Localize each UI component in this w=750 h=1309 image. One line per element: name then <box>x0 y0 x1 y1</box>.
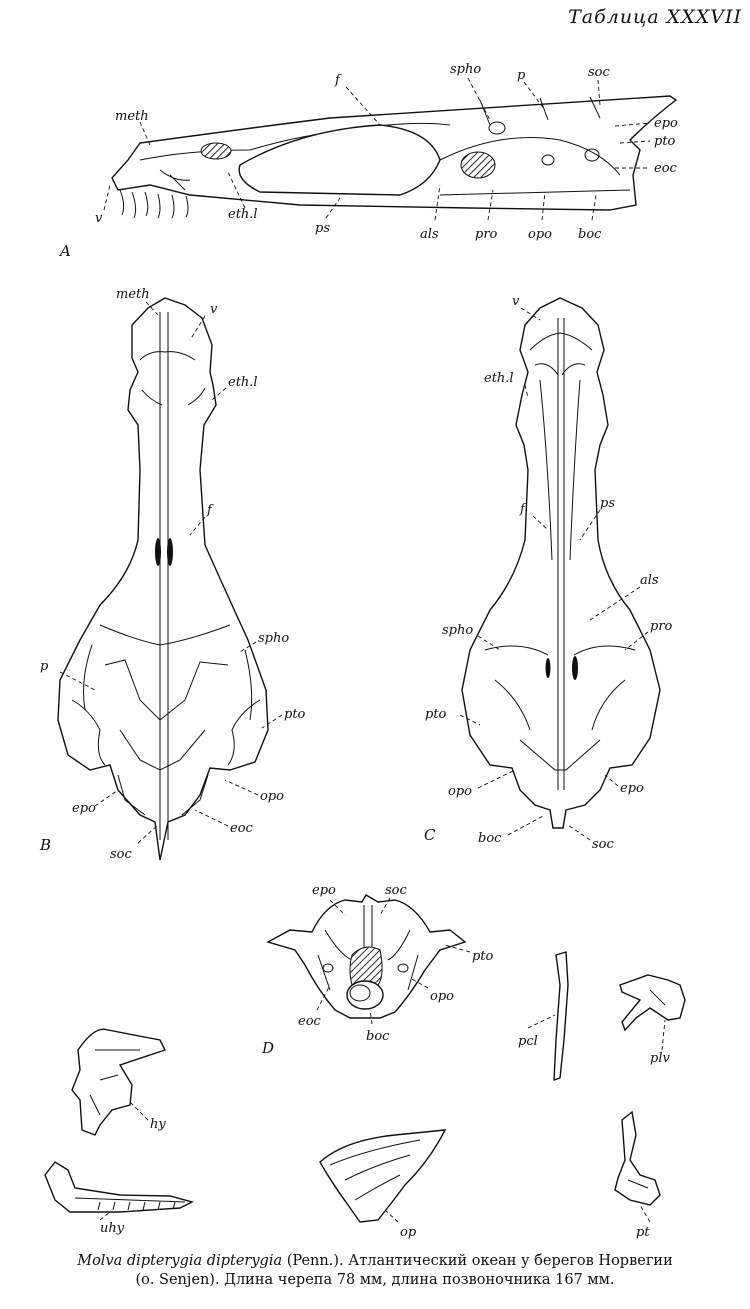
label-a-epo: epo <box>654 116 678 131</box>
label-a-pro: pro <box>475 227 498 242</box>
label-b-opo: opo <box>260 789 284 804</box>
label-b-pto: pto <box>284 707 306 722</box>
label-a-p: p <box>517 68 526 83</box>
label-a-als: als <box>420 227 439 242</box>
figure-caption: Molva dipterygia dipterygia (Penn.). Атл… <box>0 1252 750 1290</box>
label-c-als: als <box>640 573 659 588</box>
caption-line-2: (о. Senjen). Длина черепа 78 мм, длина п… <box>135 1272 615 1288</box>
label-b-v: v <box>210 302 218 317</box>
bone-urohyal: uhy <box>44 1161 194 1236</box>
label-b-soc: soc <box>110 847 132 862</box>
label-c-soc: soc <box>592 837 614 852</box>
label-pt: pt <box>636 1225 650 1240</box>
label-d-boc: boc <box>366 1029 390 1044</box>
label-d-soc: soc <box>385 883 407 898</box>
label-d-opo: opo <box>430 989 454 1004</box>
figure-letter-b: B <box>39 836 51 854</box>
label-b-epo: epo <box>72 801 96 816</box>
label-d-eoc: eoc <box>298 1014 322 1029</box>
figure-letter-d: D <box>261 1039 274 1057</box>
figure-d-posterior-skull: epo soc pto opo eoc boc D <box>261 883 494 1057</box>
label-d-epo: epo <box>312 883 336 898</box>
caption-line-1-text: (Penn.). Атлантический океан у берегов Н… <box>286 1253 673 1269</box>
label-b-meth: meth <box>116 287 150 302</box>
caption-species: Molva dipterygia dipterygia <box>77 1253 283 1269</box>
label-op: op <box>400 1225 417 1240</box>
label-a-boc: boc <box>578 227 602 242</box>
label-c-boc: boc <box>478 831 502 846</box>
label-c-pto: pto <box>425 707 447 722</box>
label-a-v: v <box>95 211 103 226</box>
label-d-pto: pto <box>472 949 494 964</box>
label-c-ps: ps <box>600 496 615 511</box>
plate-illustrations: meth f spho p soc epo pto eoc v eth.l ps… <box>39 62 686 1240</box>
bone-opercle: op <box>319 1129 447 1240</box>
label-a-spho: spho <box>450 62 481 77</box>
label-a-eth-l: eth.l <box>228 207 258 222</box>
label-a-pto: pto <box>654 134 676 149</box>
label-a-f: f <box>334 73 342 88</box>
figure-a-orbital-foramen <box>460 151 496 179</box>
label-plv: plv <box>650 1051 670 1066</box>
label-c-opo: opo <box>448 784 472 799</box>
figure-a-lateral-skull: meth f spho p soc epo pto eoc v eth.l ps… <box>58 62 678 260</box>
bone-postcleithrum: pcl <box>518 951 569 1081</box>
label-b-eth-l: eth.l <box>228 375 258 390</box>
label-c-eth-l: eth.l <box>484 371 514 386</box>
label-b-eoc: eoc <box>230 821 254 836</box>
figure-c-ventral-skull: v eth.l f ps als spho pro pto opo epo bo… <box>424 294 673 852</box>
plate-title: Таблица XXXVII <box>568 6 742 28</box>
label-uhy: uhy <box>100 1221 125 1236</box>
figure-a-nasal-opening <box>200 142 232 160</box>
label-c-epo: epo <box>620 781 644 796</box>
label-b-p: p <box>40 659 49 674</box>
label-b-spho: spho <box>258 631 289 646</box>
label-pcl: pcl <box>518 1034 538 1049</box>
figure-letter-c: C <box>424 826 436 844</box>
label-a-eoc: eoc <box>654 161 678 176</box>
label-hy: hy <box>150 1117 166 1132</box>
bone-posttemporal: pt <box>614 1110 661 1240</box>
bone-hyomandibular: hy <box>71 1028 166 1136</box>
label-c-pro: pro <box>650 619 673 634</box>
figure-letter-a: A <box>58 242 71 260</box>
label-c-f: f <box>519 502 527 517</box>
caption-line-1: Molva dipterygia dipterygia (Penn.). Атл… <box>0 1252 750 1271</box>
label-c-v: v <box>512 294 520 309</box>
label-a-soc: soc <box>588 65 610 80</box>
figure-b-dorsal-skull: meth v eth.l f spho p pto epo opo eoc so… <box>39 287 306 862</box>
bone-postcleithrum-ventral: plv <box>619 974 686 1066</box>
label-a-meth: meth <box>115 109 149 124</box>
label-a-ps: ps <box>315 221 330 236</box>
label-a-opo: opo <box>528 227 552 242</box>
label-b-f: f <box>206 503 214 518</box>
label-c-spho: spho <box>442 623 473 638</box>
